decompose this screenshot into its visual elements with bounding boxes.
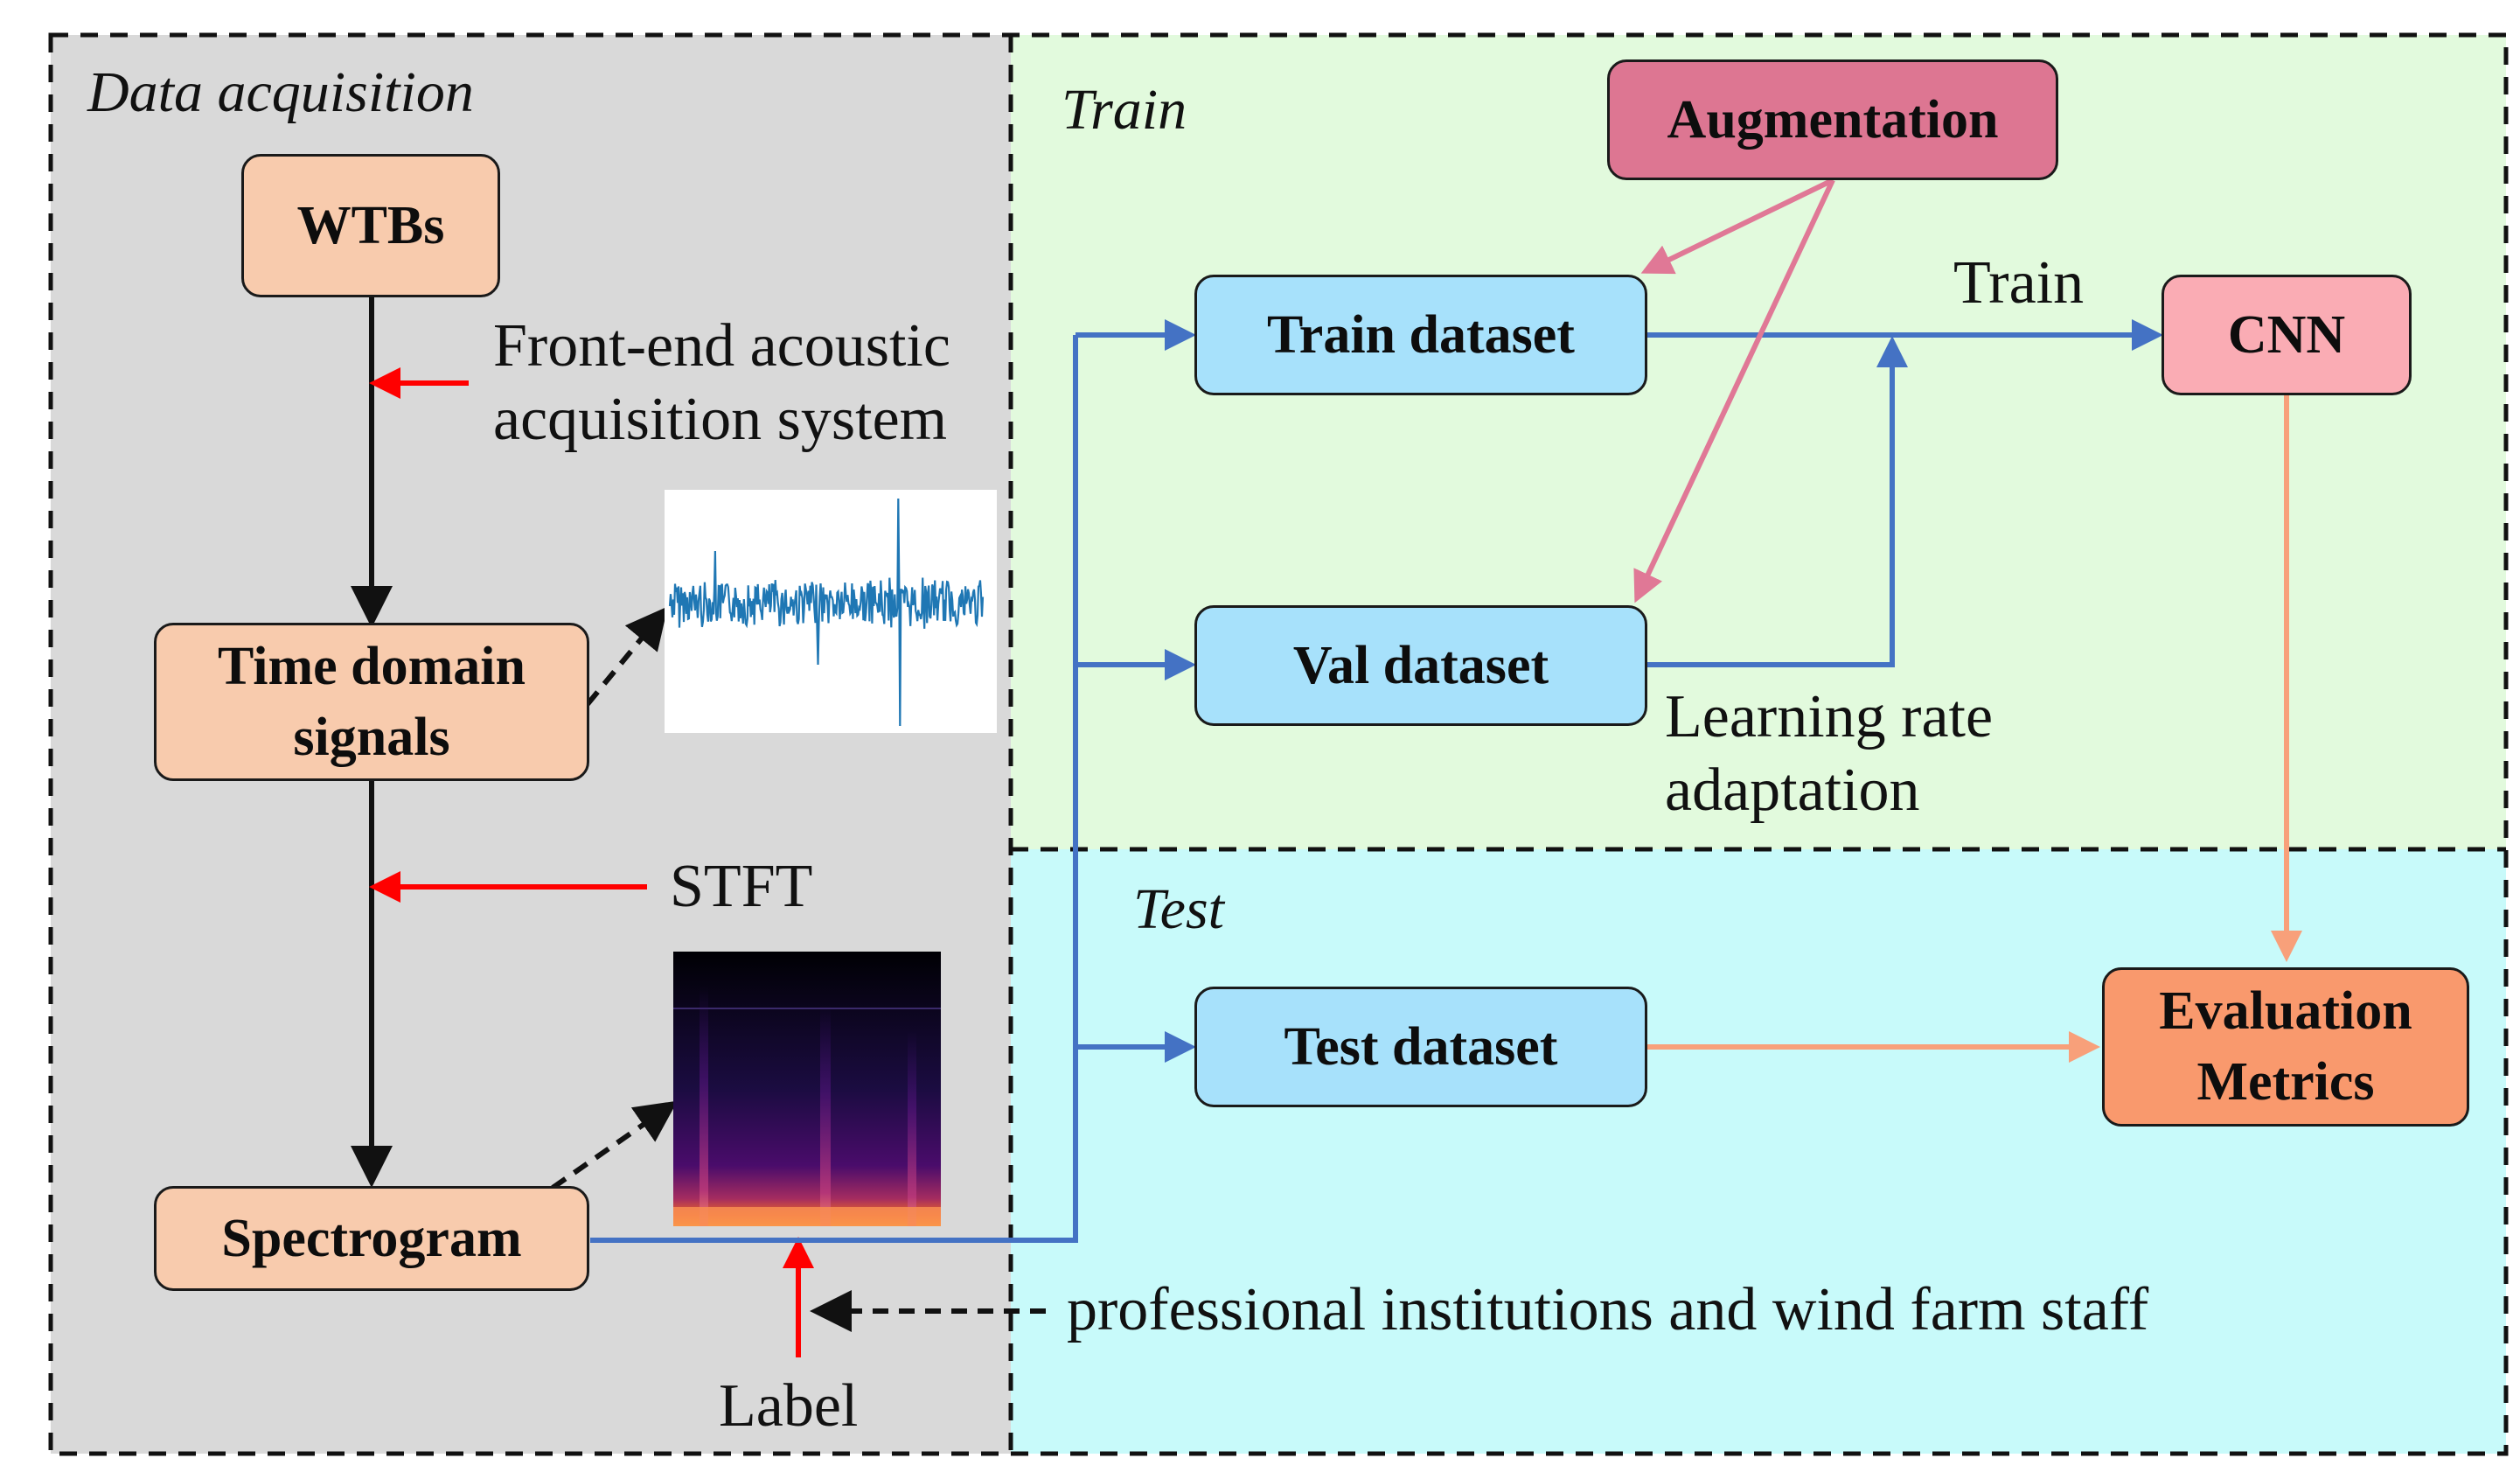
spectrogram-label: Spectrogram [221, 1208, 522, 1268]
wtbs-label: WTBs [296, 195, 445, 255]
spectrogram-node: Spectrogram [154, 1186, 589, 1291]
stft-label: STFT [670, 853, 813, 920]
augmentation-node: Augmentation [1607, 59, 2058, 180]
frontend-acquisition-label: Front-end acoustic acquisition system [493, 310, 950, 457]
frontend-label-line1: Front-end acoustic [493, 312, 950, 380]
train-dataset-label: Train dataset [1267, 304, 1575, 365]
train-dataset-node: Train dataset [1194, 275, 1647, 395]
cnn-label: CNN [2227, 304, 2346, 365]
professional-annotators-label: professional institutions and wind farm … [1067, 1276, 2149, 1343]
test-dataset-label: Test dataset [1284, 1016, 1558, 1077]
blue-trunk [590, 335, 1078, 1243]
time-domain-label-line1: Time domain [218, 636, 526, 696]
test-region [1011, 849, 2506, 1454]
test-region-title: Test [1133, 877, 1224, 941]
time-domain-label-line2: signals [293, 707, 450, 767]
learning-rate-line1: Learning rate [1665, 683, 1994, 750]
arrow-augmentation-to-val [1633, 178, 1835, 603]
train-region-title: Train [1062, 78, 1187, 142]
val-dataset-label: Val dataset [1292, 635, 1549, 695]
val-dataset-node: Val dataset [1194, 605, 1647, 726]
label-text: Label [719, 1372, 859, 1440]
waveform-thumbnail [665, 490, 997, 733]
train-edge-label: Train [1953, 249, 2085, 317]
learning-rate-label: Learning rate adaptation [1665, 680, 1993, 827]
time-domain-signals-node: Time domain signals [154, 623, 589, 781]
outer-border [48, 32, 2509, 1456]
wtbs-node: WTBs [241, 154, 500, 297]
learning-rate-line2: adaptation [1665, 757, 1920, 824]
test-dataset-node: Test dataset [1194, 987, 1647, 1107]
spectrogram-thumbnail [673, 952, 941, 1226]
cnn-node: CNN [2161, 275, 2412, 395]
evaluation-label-line2: Metrics [2196, 1052, 2375, 1112]
evaluation-metrics-node: Evaluation Metrics [2102, 967, 2469, 1127]
augmentation-label: Augmentation [1667, 89, 1999, 150]
data-acquisition-title: Data acquisition [87, 60, 474, 124]
arrow-augmentation-to-train [1640, 178, 1834, 275]
frontend-label-line2: acquisition system [493, 386, 948, 453]
evaluation-label-line1: Evaluation [2159, 981, 2412, 1042]
arrow-val-feedback [1647, 336, 1908, 667]
arrow-to-spectrogram-image [551, 1100, 678, 1190]
arrow-to-waveform [585, 606, 668, 706]
